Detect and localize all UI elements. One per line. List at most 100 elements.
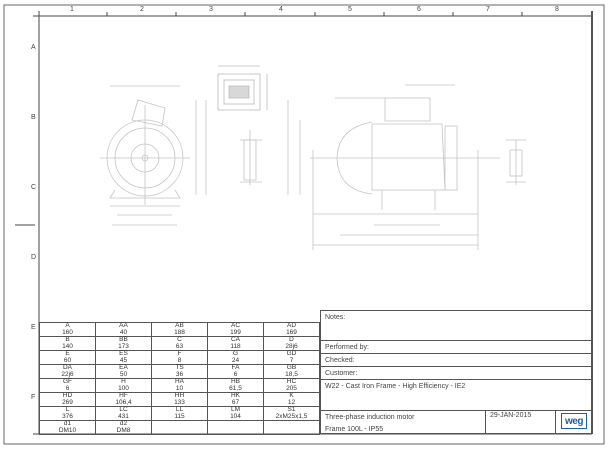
dimension-key: TS xyxy=(175,364,184,371)
customer-field: Customer: xyxy=(320,366,592,379)
dimension-value: 45 xyxy=(119,356,128,364)
dimension-key: B xyxy=(65,336,70,343)
dimension-value: 2xM25x1,5 xyxy=(275,412,308,420)
dimension-key: GD xyxy=(286,350,297,357)
notes-field: Notes: xyxy=(320,310,592,340)
dimension-value: 12 xyxy=(287,398,296,406)
dimension-key: ES xyxy=(119,350,128,357)
ruler-row-a: A xyxy=(31,44,36,51)
dimension-value: 60 xyxy=(63,356,72,364)
dimension-value: 61,5 xyxy=(229,384,242,392)
ruler-col-4: 4 xyxy=(279,6,283,13)
dimension-key: HA xyxy=(174,378,185,385)
dimension-key: HF xyxy=(119,392,128,399)
dimension-value: 118 xyxy=(230,342,241,350)
ruler-col-2: 2 xyxy=(140,6,144,13)
dimension-value: 160 xyxy=(62,328,73,336)
dimension-key: D xyxy=(289,336,294,343)
dimension-value: 133 xyxy=(174,398,185,406)
ruler-col-8: 8 xyxy=(555,6,559,13)
dimension-value: 106,4 xyxy=(115,398,132,406)
weg-logo: weg xyxy=(561,413,587,429)
dimension-value: 6 xyxy=(233,370,238,378)
dimension-key: HK xyxy=(230,392,241,399)
checked-field: Checked: xyxy=(320,353,592,366)
ruler-col-6: 6 xyxy=(417,6,421,13)
ruler-col-5: 5 xyxy=(348,6,352,13)
dimension-value: 205 xyxy=(286,384,297,392)
dimension-key: H xyxy=(121,378,126,385)
dimension-value: 22j6 xyxy=(61,370,74,378)
dimension-key: G xyxy=(232,350,239,357)
dimension-value: 199 xyxy=(230,328,241,336)
dimension-value: 24 xyxy=(231,356,240,364)
dimension-value: 36 xyxy=(175,370,184,378)
dimension-value: 269 xyxy=(62,398,73,406)
dimension-key: S1 xyxy=(287,406,296,413)
dimension-key: BB xyxy=(119,336,128,343)
dimension-key: GF xyxy=(62,378,73,385)
dimension-value: 28j6 xyxy=(285,342,298,350)
dimension-key: A xyxy=(65,322,70,329)
dimension-key: HC xyxy=(286,378,297,385)
dimension-cell xyxy=(207,420,264,435)
dimension-value: 173 xyxy=(118,342,129,350)
dimension-key: AC xyxy=(230,322,241,329)
dimension-key: AA xyxy=(119,322,128,329)
dimension-key: d1 xyxy=(63,420,72,427)
shaft-detail-drawing xyxy=(240,100,301,195)
dimension-key: LL xyxy=(175,406,184,413)
dimension-value: 67 xyxy=(231,398,240,406)
ruler-ticks xyxy=(106,12,523,16)
dimension-key: LC xyxy=(119,406,128,413)
shaft-end-detail-drawing xyxy=(506,139,526,185)
dimension-key: HD xyxy=(62,392,73,399)
dimension-key: FA xyxy=(231,364,240,371)
dimension-key: C xyxy=(177,336,182,343)
dimension-key: AD xyxy=(286,322,297,329)
ruler-row-d: D xyxy=(31,254,37,261)
dimension-value: 40 xyxy=(119,328,128,336)
dimension-key: L xyxy=(65,406,70,413)
ruler-col-1: 1 xyxy=(70,6,74,13)
dimension-key: LM xyxy=(230,406,241,413)
dimension-value: DM8 xyxy=(116,426,131,434)
dimension-value: 115 xyxy=(174,412,185,420)
dimension-key: HB xyxy=(230,378,241,385)
dimension-key: K xyxy=(289,392,294,399)
dimension-key: E xyxy=(65,350,70,357)
dimension-key: F xyxy=(177,350,182,357)
dimension-value: 6 xyxy=(65,384,70,392)
dimension-key: d2 xyxy=(119,420,128,427)
dimension-key: DA xyxy=(62,364,73,371)
